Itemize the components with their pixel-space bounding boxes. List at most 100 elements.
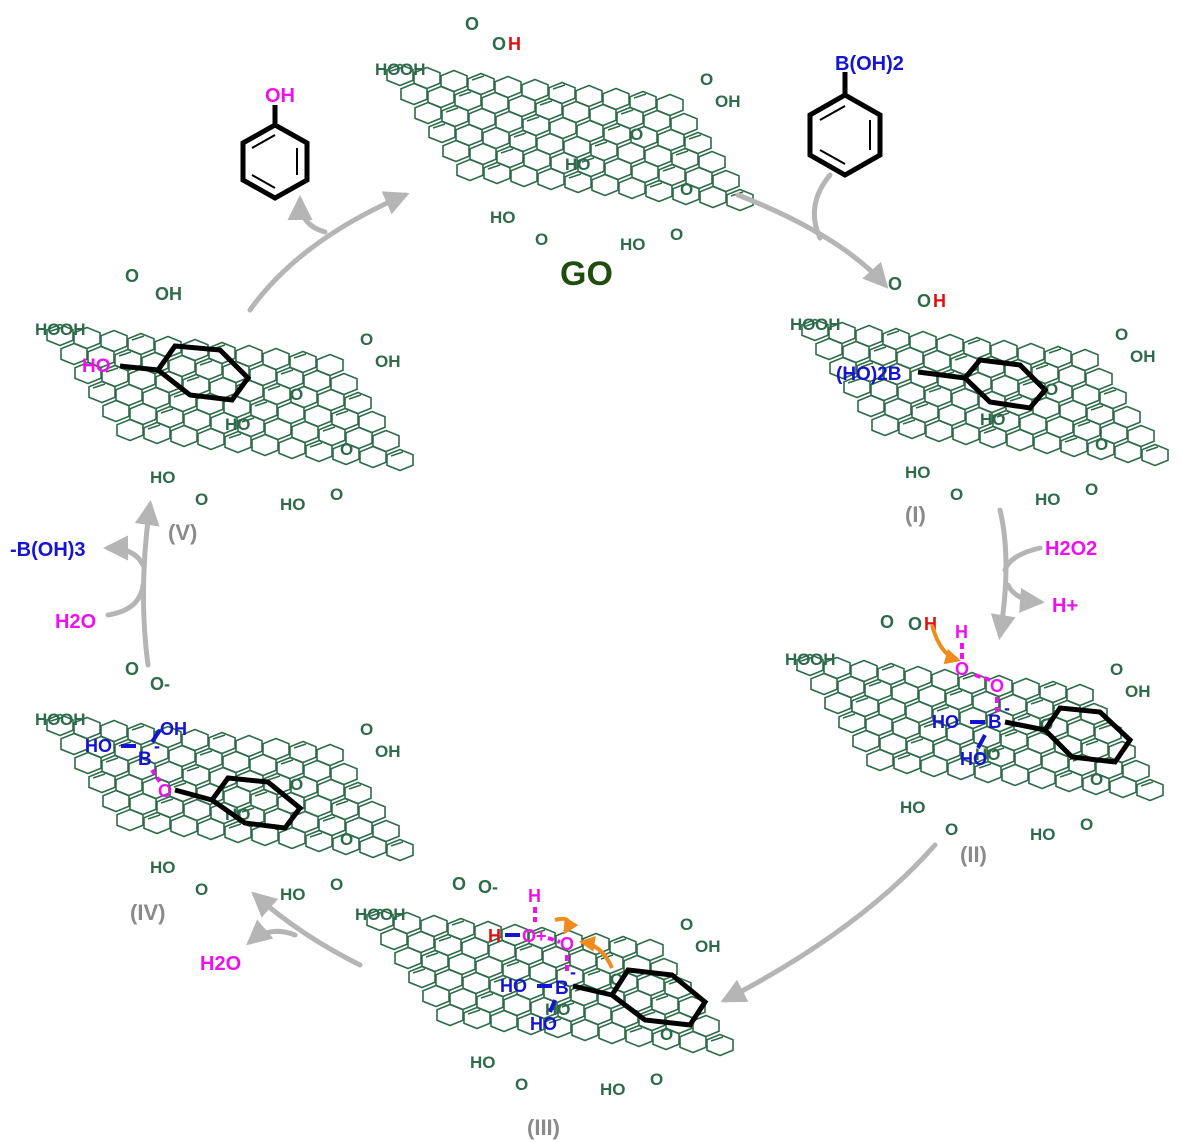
double-bond xyxy=(147,814,161,820)
lattice-hexagon xyxy=(224,820,252,844)
lattice-hexagon xyxy=(380,927,408,951)
lattice-hexagon xyxy=(170,814,198,838)
double-bond xyxy=(1009,396,1023,402)
double-bond xyxy=(886,330,900,336)
phenol-label: OH xyxy=(265,85,295,107)
lattice-hexagon xyxy=(332,442,360,466)
lattice-hexagon xyxy=(815,337,843,361)
double-bond xyxy=(587,970,601,976)
double-bond xyxy=(390,451,404,457)
stage-label-II: (II) xyxy=(960,842,987,867)
lattice-hexagon xyxy=(74,751,102,775)
go-cooh-h: H xyxy=(508,34,521,54)
double-bond xyxy=(881,665,895,671)
double-bond xyxy=(847,378,861,384)
lattice-hexagon xyxy=(46,323,74,347)
lattice-hexagon xyxy=(436,1003,464,1027)
double-bond xyxy=(50,716,64,722)
double-bond xyxy=(267,775,281,781)
double-bond xyxy=(607,125,621,131)
double-bond xyxy=(186,376,200,382)
sheet-cooh-left: OH xyxy=(60,710,86,729)
arrow-II-to-III xyxy=(720,842,938,1003)
lattice-hexagon xyxy=(537,167,565,191)
double-bond xyxy=(280,369,294,375)
sheet-hydroxyl: HO xyxy=(225,415,251,434)
lattice-hexagon xyxy=(414,101,442,125)
III-o2: O xyxy=(560,934,574,954)
lattice-hexagon xyxy=(386,838,414,862)
lattice-hexagon xyxy=(857,394,885,418)
boric-acid-label: -B(OH)3 xyxy=(10,539,86,561)
lattice-hexagon xyxy=(332,832,360,856)
double-bond xyxy=(1140,781,1154,787)
double-bond xyxy=(897,754,911,760)
lattice-hexagon xyxy=(1028,766,1056,790)
double-bond xyxy=(212,734,226,740)
lattice-hexagon xyxy=(197,817,225,841)
arrow-phenol-out xyxy=(287,195,328,235)
cycle-arrows xyxy=(103,172,1045,1003)
lattice-hexagon xyxy=(925,419,953,443)
lattice-hexagon xyxy=(116,808,144,832)
double-bond xyxy=(1004,731,1018,737)
double-bond xyxy=(348,784,362,790)
sheet-cooh-left-ho: HO xyxy=(785,650,811,669)
double-bond xyxy=(118,351,132,357)
sheet-epoxide-1: O xyxy=(290,775,303,794)
stage-label-III: (III) xyxy=(527,1115,560,1140)
go-label: GO xyxy=(560,255,613,293)
sheet-cooh-bottom-ho: HO xyxy=(900,798,926,817)
go-cooh-o: O xyxy=(465,14,479,34)
double-bond xyxy=(335,800,349,806)
sheet-cooh-right: OH xyxy=(695,937,721,956)
I-phenyl-ring xyxy=(917,357,1049,411)
double-bond xyxy=(568,173,582,179)
double-bond xyxy=(649,182,663,188)
double-bond xyxy=(425,952,439,958)
double-bond xyxy=(675,150,689,156)
double-bond xyxy=(267,385,281,391)
lattice-hexagon xyxy=(974,760,1002,784)
lattice-hexagon xyxy=(88,380,116,404)
IV-ho: HO xyxy=(85,736,112,756)
double-bond xyxy=(928,387,942,393)
double-bond xyxy=(92,383,106,389)
lattice-hexagon xyxy=(1114,440,1142,464)
double-bond xyxy=(594,141,608,147)
sheet-cooh-right: OH xyxy=(715,92,741,111)
II-b-minus: - xyxy=(1004,698,1010,718)
sheet-cooh-bottom2-ho: HO xyxy=(280,885,306,904)
double-bond xyxy=(1077,421,1091,427)
sheet-hydroxyl: HO xyxy=(980,410,1006,429)
sheet-cooh-left: OH xyxy=(815,315,841,334)
lattice-hexagon xyxy=(456,158,484,182)
double-bond xyxy=(581,157,595,163)
double-bond xyxy=(910,738,924,744)
II-cooh-o2: O xyxy=(908,614,922,634)
double-bond xyxy=(322,816,336,822)
double-bond xyxy=(561,1002,575,1008)
lattice-hexagon xyxy=(394,946,422,970)
stage-label-IV: (IV) xyxy=(130,900,165,925)
lattice-hexagon xyxy=(796,653,824,677)
double-bond xyxy=(445,107,459,113)
double-bond xyxy=(513,132,527,138)
sheet-cooh-bottom2-o: O xyxy=(670,225,683,244)
sheet-cooh-left: OH xyxy=(380,905,406,924)
lattice-hexagon xyxy=(251,433,279,457)
sheet-epoxide-1: O xyxy=(1045,380,1058,399)
lattice-hexagon xyxy=(801,318,829,342)
lattice-hexagon xyxy=(116,418,144,442)
III-h-top: H xyxy=(528,886,541,906)
arrow-III-to-IV xyxy=(251,891,363,968)
lattice-hexagon xyxy=(544,1015,572,1039)
arrow-V-to-go xyxy=(247,191,410,313)
sheet-cooh-bottom2-ho: HO xyxy=(1030,825,1056,844)
lattice-hexagon xyxy=(46,713,74,737)
double-bond xyxy=(228,433,242,439)
lattice-hexagon xyxy=(143,421,171,445)
lattice-hexagon xyxy=(1141,443,1169,467)
lattice-hexagon xyxy=(359,445,387,469)
sheet-cooh-bottom-o: O xyxy=(195,490,208,509)
